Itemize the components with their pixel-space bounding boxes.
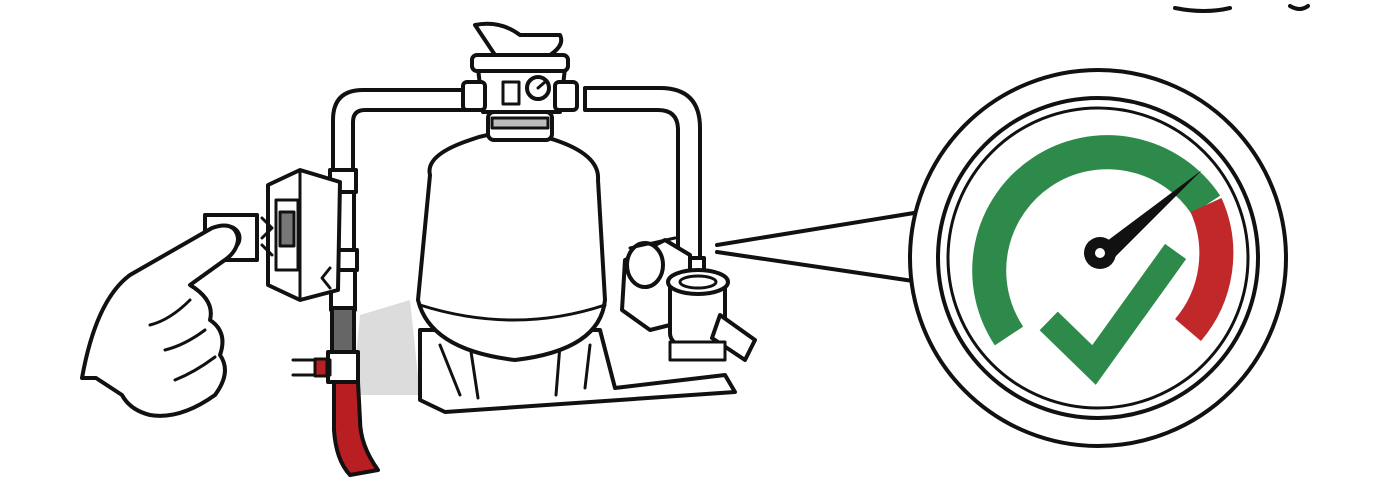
- callout-pointer: [715, 210, 922, 284]
- pressure-gauge: [908, 68, 1288, 448]
- multiport-valve: [461, 21, 579, 142]
- pump: [620, 236, 757, 362]
- drain-hose: [291, 357, 332, 378]
- red-hose: [332, 380, 380, 477]
- hand: [80, 223, 240, 418]
- power-switch: [266, 168, 342, 302]
- filter-tank-seam: [418, 303, 607, 322]
- checkmark-icon: [1039, 243, 1187, 385]
- lower-pipe: [326, 306, 360, 384]
- left-pipe: [327, 88, 472, 312]
- corner-marks: [1173, 4, 1310, 13]
- gauge-green-arc: [972, 135, 1221, 346]
- floor-shadow: [352, 300, 420, 395]
- gauge-red-arc: [1174, 198, 1234, 342]
- gauge-needle: [1095, 170, 1202, 268]
- filter-tank: [416, 130, 607, 362]
